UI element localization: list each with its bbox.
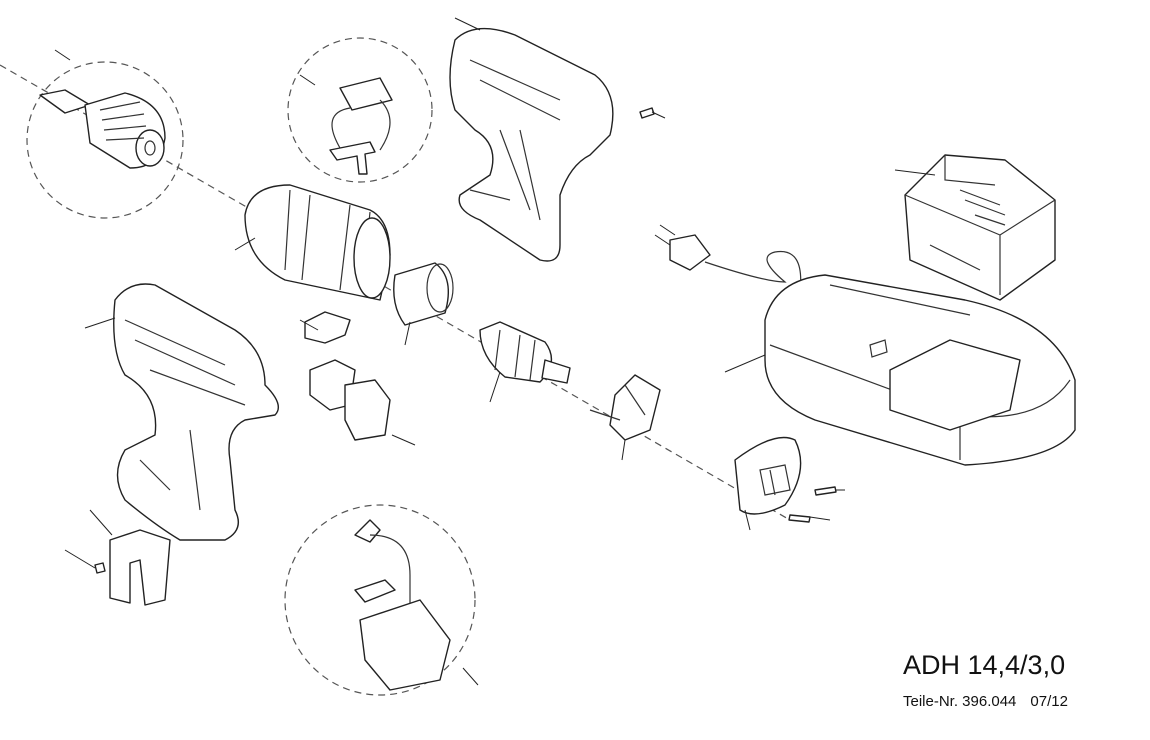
screws: [94, 107, 837, 574]
electronic-switch-module: [354, 519, 451, 691]
detail-circle-clip: [287, 37, 433, 183]
leader-lines: [54, 17, 936, 686]
detail-circle-switch: [284, 504, 476, 696]
revision-date: 07/12: [1030, 693, 1068, 710]
brush-holder: [589, 374, 661, 441]
battery-charger: [764, 274, 1076, 466]
gearbox: [244, 184, 391, 301]
battery-pack: [904, 154, 1056, 301]
housing-left-half: [113, 283, 279, 541]
detail-circle-chuck: [26, 61, 184, 219]
model-name: ADH 14,4/3,0: [903, 650, 1066, 680]
part-number-line: Teile-Nr. 396.044 07/12: [903, 693, 1068, 710]
trigger-switch: [304, 311, 391, 441]
motor-armature: [479, 321, 571, 384]
motor-magnet: [393, 262, 454, 326]
motor-end-cap: [734, 436, 802, 515]
drill-chuck: [39, 89, 166, 169]
spring-clip: [329, 77, 393, 175]
assembly-axis: [0, 64, 791, 521]
housing-right-half: [449, 27, 614, 262]
belt-clip: [109, 529, 171, 606]
power-plug: [654, 224, 802, 293]
part-number: Teile-Nr. 396.044: [903, 693, 1017, 710]
